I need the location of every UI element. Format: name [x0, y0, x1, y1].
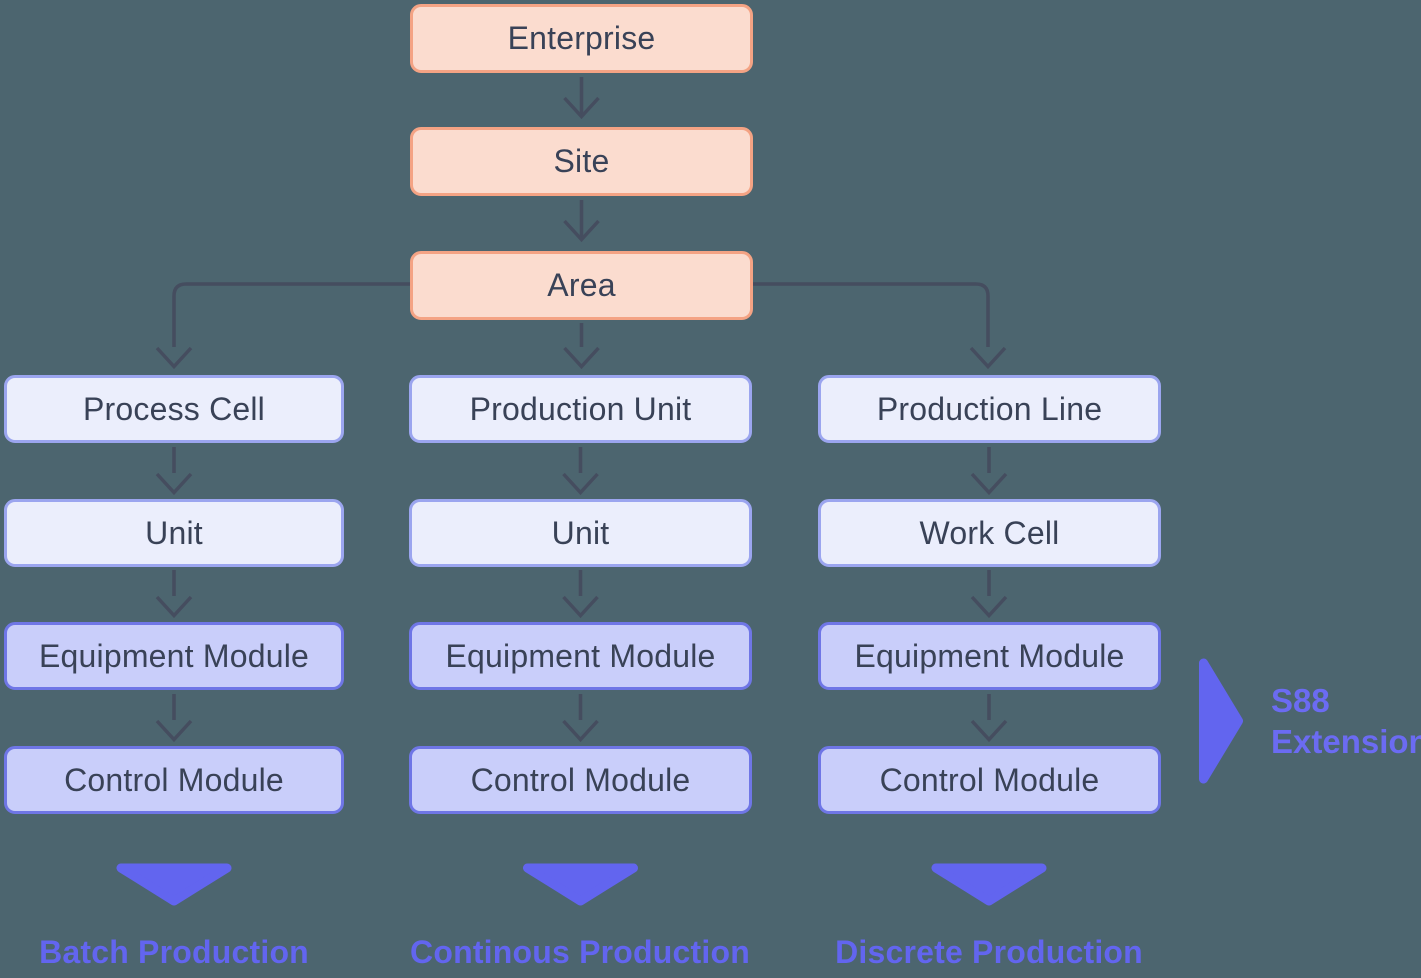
arrow-production-line-work-cell [970, 447, 1008, 496]
node-unit-col2: Unit [409, 499, 752, 567]
s88-extension-label: S88 Extension [1271, 680, 1421, 762]
node-area-label: Area [547, 267, 616, 303]
node-production-line-label: Production Line [876, 390, 1103, 427]
node-unit-col1-label: Unit [145, 514, 203, 551]
node-production-unit-label: Production Unit [469, 390, 692, 427]
node-process-cell: Process Cell [4, 375, 344, 443]
node-unit-col2-label: Unit [551, 514, 610, 551]
node-control-module-col3: Control Module [818, 746, 1161, 814]
arrow-process-cell-unit [155, 447, 193, 496]
node-control-module-col2-label: Control Module [470, 761, 691, 798]
s88-extension-arrow-icon [1199, 658, 1243, 784]
node-equipment-module-col1: Equipment Module [4, 622, 344, 690]
node-equipment-module-col3: Equipment Module [818, 622, 1161, 690]
node-control-module-col1-label: Control Module [64, 761, 284, 798]
branch-area-process-cell [155, 282, 410, 370]
arrow-area-production-unit [563, 323, 600, 370]
arrow-unit-equipment-module-col1 [155, 570, 193, 619]
arrow-site-area [563, 200, 600, 243]
node-equipment-module-col3-label: Equipment Module [854, 637, 1125, 674]
node-site: Site [410, 127, 753, 196]
node-site-label: Site [553, 143, 610, 179]
node-equipment-module-col2-label: Equipment Module [445, 637, 716, 674]
node-work-cell-label: Work Cell [919, 514, 1060, 551]
node-equipment-module-col2: Equipment Module [409, 622, 752, 690]
discrete-production-marker-icon [931, 863, 1047, 906]
node-work-cell: Work Cell [818, 499, 1161, 567]
arrow-production-unit-unit [562, 447, 599, 496]
arrow-enterprise-site [563, 77, 600, 120]
node-equipment-module-col1-label: Equipment Module [38, 637, 310, 674]
batch-production-label: Batch Production [39, 934, 309, 970]
node-unit-col1: Unit [4, 499, 344, 567]
node-control-module-col2: Control Module [409, 746, 752, 814]
node-enterprise-label: Enterprise [507, 20, 656, 56]
s88-extension-label-line2: Extension [1271, 723, 1421, 760]
s88-extension-label-line1: S88 [1271, 682, 1330, 719]
node-control-module-col3-label: Control Module [879, 761, 1100, 798]
arrow-unit-equipment-module-col2 [562, 570, 599, 619]
discrete-production-label: Discrete Production [835, 934, 1143, 970]
node-production-line: Production Line [818, 375, 1161, 443]
continous-production-marker-icon [523, 863, 638, 906]
node-enterprise: Enterprise [410, 4, 753, 73]
node-process-cell-label: Process Cell [82, 390, 265, 427]
continous-production-label: Continous Production [410, 934, 750, 970]
arrow-equipment-control-col1 [155, 694, 193, 743]
node-control-module-col1: Control Module [4, 746, 344, 814]
branch-area-production-line [753, 282, 1007, 370]
batch-production-marker-icon [116, 863, 232, 906]
node-production-unit: Production Unit [409, 375, 752, 443]
arrow-equipment-control-col2 [562, 694, 599, 743]
arrow-equipment-control-col3 [970, 694, 1008, 743]
node-area: Area [410, 251, 753, 320]
arrow-work-cell-equipment-module [970, 570, 1008, 619]
